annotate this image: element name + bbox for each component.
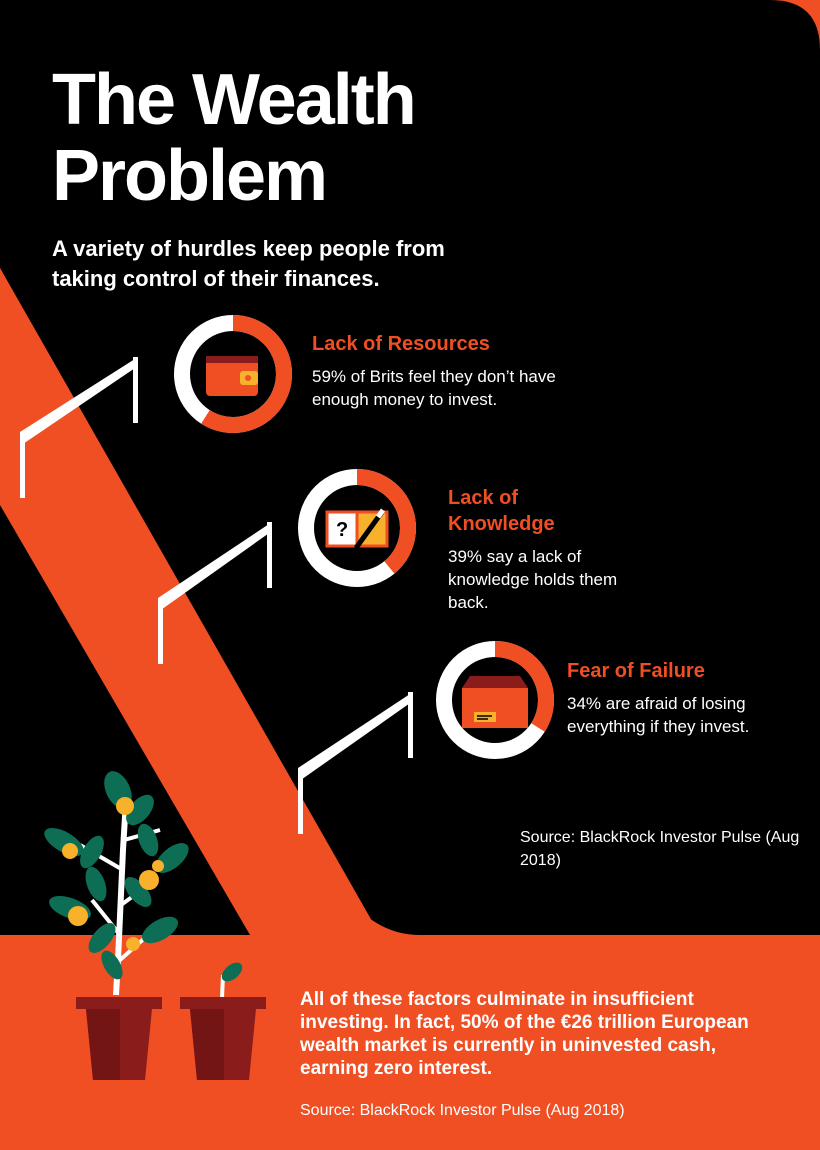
stat-text: 34% are afraid of losing everything if t… [567, 694, 750, 736]
stat-title: Lack of Knowledge [448, 487, 555, 535]
source-note-conclusion: Source: BlackRock Investor Pulse (Aug 20… [300, 1102, 625, 1119]
question-book-icon: ? [325, 508, 389, 550]
stat-lack-of-resources: Lack of Resources 59% of Brits feel they… [312, 331, 612, 411]
page-title: The Wealth Problem [52, 60, 417, 216]
money-tree-icon [44, 771, 189, 1080]
stat-lack-of-knowledge: Lack of Knowledge 39% say a lack of know… [448, 485, 623, 614]
ring-fear-of-failure [436, 641, 554, 759]
empty-box-icon [462, 676, 528, 728]
title-line-2: Problem [52, 136, 328, 216]
source-note-stats: Source: BlackRock Investor Pulse (Aug 20… [520, 829, 800, 869]
ring-lack-of-resources [174, 315, 292, 433]
conclusion-text: All of these factors culminate in insuff… [300, 989, 749, 1079]
stat-title: Fear of Failure [567, 660, 705, 682]
stat-text: 39% say a lack of knowledge holds them b… [448, 547, 618, 612]
hurdle-2 [158, 522, 272, 664]
hurdle-3 [298, 692, 413, 834]
stat-title: Lack of Resources [312, 333, 490, 355]
ring-lack-of-knowledge [298, 469, 416, 587]
wallet-icon [206, 356, 258, 396]
stat-text: 59% of Brits feel they don’t have enough… [312, 367, 556, 409]
sprout-icon [180, 962, 266, 1080]
hurdle-1 [20, 357, 138, 498]
page-subtitle: A variety of hurdles keep people from ta… [52, 236, 445, 291]
stat-fear-of-failure: Fear of Failure 34% are afraid of losing… [567, 658, 797, 738]
title-line-1: The Wealth [52, 60, 417, 140]
svg-text:?: ? [336, 519, 348, 541]
